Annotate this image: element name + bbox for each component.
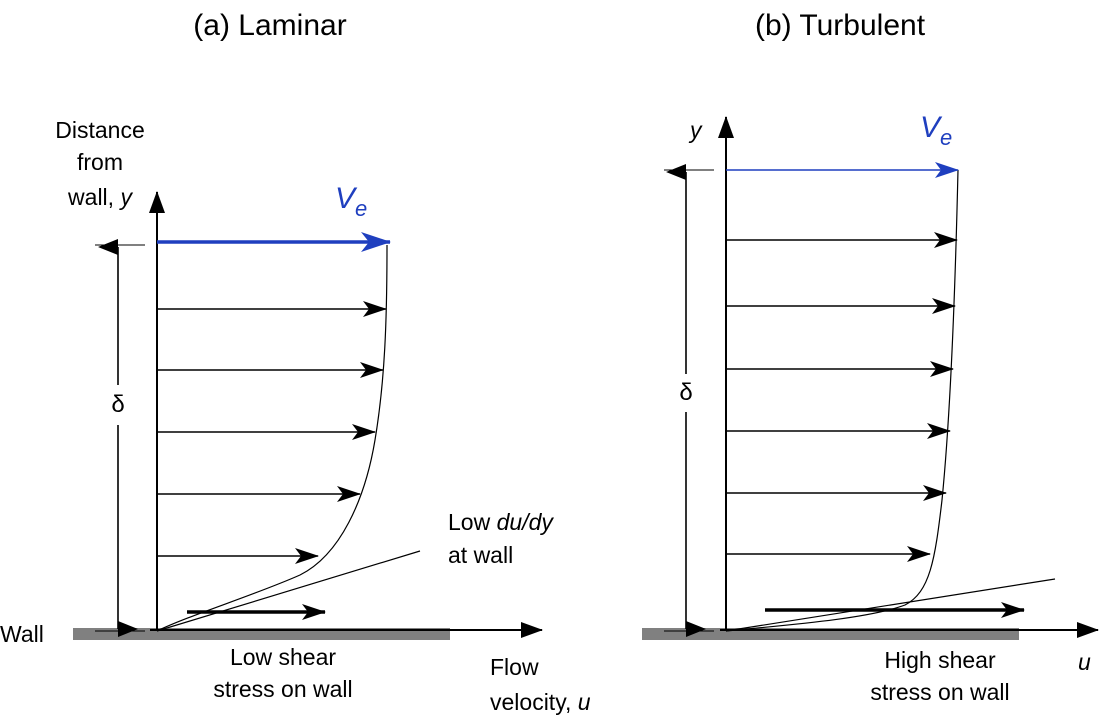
turbulent-title: (b) Turbulent: [755, 9, 926, 42]
turbulent-edge-velocity-label: Ve: [920, 111, 952, 150]
laminar-gradient-note-line2: at wall: [448, 542, 513, 568]
laminar-y-axis-label-line3: wall, y: [67, 184, 133, 210]
laminar-velocity-profile: [156, 244, 388, 632]
turbulent-delta-symbol: δ: [679, 379, 692, 406]
laminar-wall-tangent: [156, 550, 421, 632]
laminar-shear-note-line1: Low shear: [230, 644, 336, 670]
laminar-shear-note-line2: stress on wall: [213, 676, 352, 702]
laminar-gradient-note-line1: Low du/dy: [448, 509, 554, 535]
laminar-wall-label: Wall: [0, 621, 44, 647]
turbulent-velocity-profile: [725, 169, 959, 632]
turbulent-y-axis-label: y: [688, 117, 703, 143]
turbulent-shear-note-line1: High shear: [884, 647, 996, 673]
laminar-x-axis-label-line2: velocity, u: [490, 689, 591, 715]
laminar-y-axis-label-line1: Distance: [55, 117, 144, 143]
turbulent-panel: (b) Turbulent y Ve δ High s: [642, 9, 1099, 705]
laminar-delta-symbol: δ: [111, 391, 124, 418]
laminar-x-axis-label-line1: Flow: [490, 654, 539, 680]
turbulent-x-axis-label: u: [1078, 649, 1091, 675]
laminar-edge-velocity-label: Ve: [335, 182, 367, 221]
laminar-y-axis-label-line2: from: [77, 149, 123, 175]
laminar-panel: (a) Laminar Wall Distance from wall, y V…: [0, 9, 591, 715]
turbulent-wall-tangent: [725, 578, 1056, 632]
turbulent-shear-note-line2: stress on wall: [870, 679, 1009, 705]
laminar-title: (a) Laminar: [193, 9, 346, 42]
